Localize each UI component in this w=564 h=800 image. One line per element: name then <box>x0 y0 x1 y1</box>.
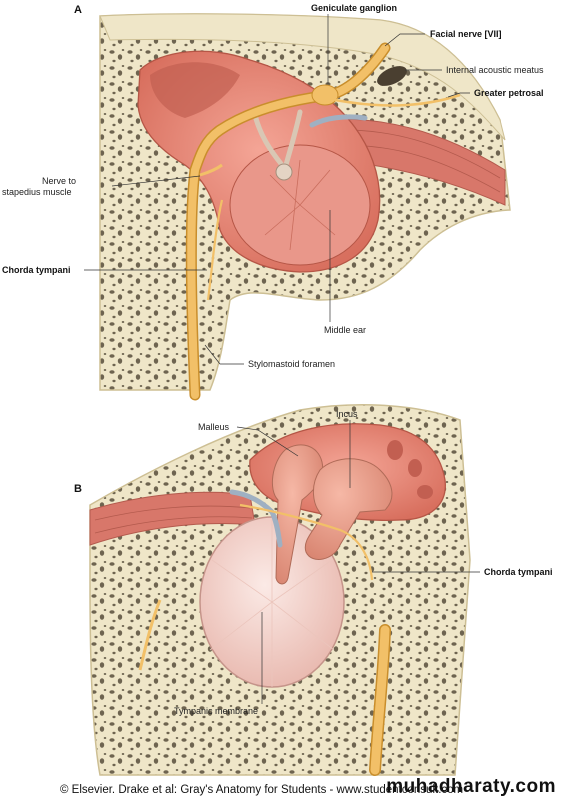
label-nerve-to-stapedius-1: Nerve to <box>42 176 76 186</box>
stapes-a <box>252 109 303 168</box>
label-chorda-tympani-a: Chorda tympani <box>2 265 71 275</box>
label-nerve-to-stapedius-2: stapedius muscle <box>2 187 72 197</box>
panel-b: B Incus Malleus Chorda tympani Tympanic … <box>74 404 553 776</box>
greater-petrosal-path <box>334 93 461 107</box>
chorda-tympani-path-b <box>239 503 374 581</box>
panel-a: A Geniculate ganglion Facial nerve [VII]… <box>2 3 544 401</box>
label-tympanic-membrane: Tympanic membrane <box>174 706 258 716</box>
copyright-credit: © Elsevier. Drake et al: Gray's Anatomy … <box>60 784 464 796</box>
label-middle-ear: Middle ear <box>324 325 366 335</box>
geniculate-ganglion-shape <box>311 84 339 106</box>
panel-a-label: A <box>74 4 82 16</box>
panel-b-label: B <box>74 483 82 495</box>
label-incus: Incus <box>336 409 358 419</box>
label-chorda-tympani-b: Chorda tympani <box>484 567 553 577</box>
malleus-shape <box>271 444 324 585</box>
label-stylomastoid-foramen: Stylomastoid foramen <box>248 359 335 369</box>
label-greater-petrosal: Greater petrosal <box>474 88 544 98</box>
chorda-tympani-path-a <box>206 199 224 301</box>
incus-shape <box>304 458 393 560</box>
label-internal-acoustic-meatus: Internal acoustic meatus <box>446 65 544 75</box>
label-malleus: Malleus <box>198 422 230 432</box>
watermark: muhadharaty.com <box>386 776 556 797</box>
label-geniculate-ganglion: Geniculate ganglion <box>311 3 397 13</box>
label-facial-nerve: Facial nerve [VII] <box>430 29 502 39</box>
footer: © Elsevier. Drake et al: Gray's Anatomy … <box>0 776 564 800</box>
internal-acoustic-meatus-shape <box>377 66 407 86</box>
